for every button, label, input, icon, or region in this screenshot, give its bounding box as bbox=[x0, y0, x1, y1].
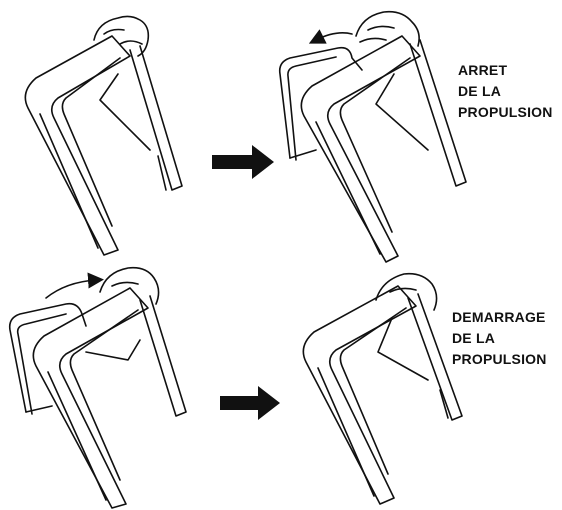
stop-label-line-1: ARRET bbox=[458, 60, 553, 81]
handlebar-icon bbox=[33, 288, 186, 508]
panel-bottom-left bbox=[10, 268, 186, 508]
curved-arrow-icon bbox=[316, 33, 352, 40]
propulsion-bar-icon bbox=[10, 304, 140, 414]
stop-propulsion-label: ARRET DE LA PROPULSION bbox=[458, 60, 553, 123]
curved-arrow-icon bbox=[46, 280, 96, 298]
hand-icon bbox=[356, 12, 419, 46]
stop-label-line-2: DE LA bbox=[458, 81, 553, 102]
propulsion-bar-icon bbox=[100, 46, 182, 190]
hand-icon bbox=[100, 268, 159, 304]
hand-icon bbox=[94, 16, 148, 56]
start-label-line-3: PROPULSION bbox=[452, 349, 547, 370]
propulsion-bar-icon bbox=[378, 294, 462, 420]
panel-top-left bbox=[25, 16, 182, 255]
start-label-line-1: DEMARRAGE bbox=[452, 307, 547, 328]
handlebar-icon bbox=[25, 36, 130, 255]
right-arrow-icon bbox=[220, 386, 280, 420]
start-propulsion-label: DEMARRAGE DE LA PROPULSION bbox=[452, 307, 547, 370]
stop-label-line-3: PROPULSION bbox=[458, 102, 553, 123]
start-label-line-2: DE LA bbox=[452, 328, 547, 349]
handlebar-icon bbox=[303, 286, 416, 504]
panel-bottom-right bbox=[303, 274, 462, 504]
hand-icon bbox=[376, 274, 437, 310]
panel-top-right bbox=[280, 12, 466, 262]
right-arrow-icon bbox=[212, 145, 274, 179]
handlebar-icon bbox=[301, 36, 466, 262]
